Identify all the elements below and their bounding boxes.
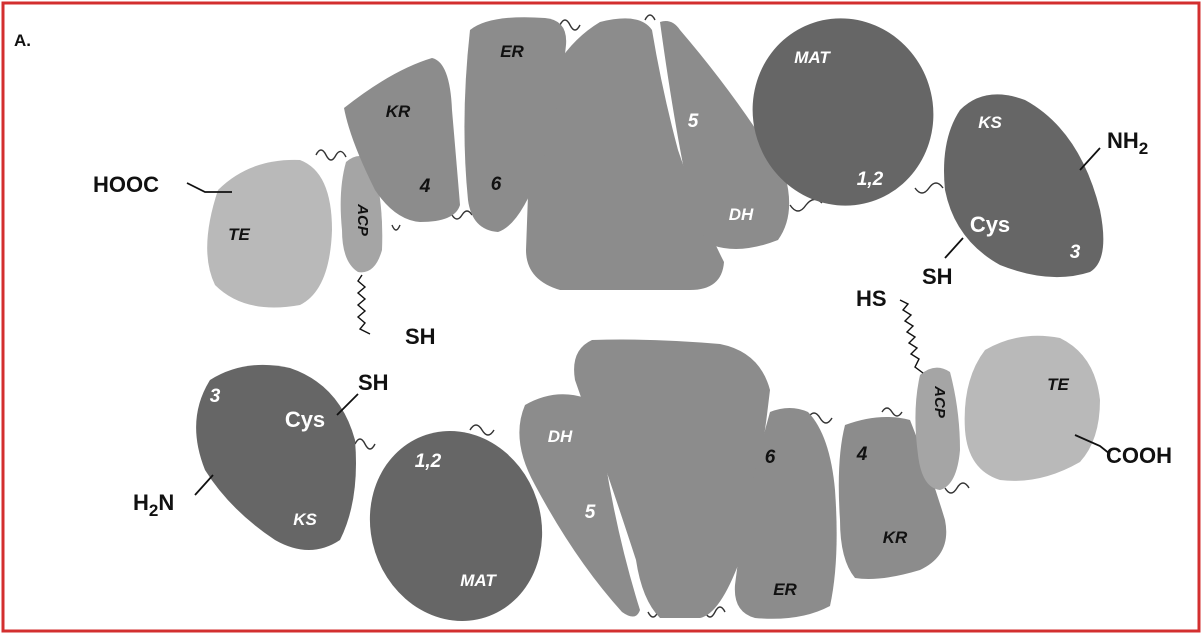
h2n-bond — [195, 475, 213, 495]
acp-label-top: ACP — [354, 203, 371, 237]
linker — [790, 199, 822, 211]
cys-sh-label-bottom: SH — [358, 370, 389, 395]
cooh-label-bottom: COOH — [1106, 443, 1172, 468]
mat-label-top: MAT — [794, 48, 831, 67]
cys-label-bottom: Cys — [285, 407, 325, 432]
linker — [355, 439, 375, 449]
te-label-top: TE — [228, 225, 250, 244]
te-domain-top — [207, 160, 332, 308]
acp-sh-label-top: SH — [405, 324, 436, 349]
dh-module-bottom: 5 — [585, 502, 596, 523]
phosphopantetheine-arm-bottom — [900, 300, 923, 373]
ks-label-top: KS — [978, 113, 1002, 132]
acp-label-bottom: ACP — [931, 385, 948, 419]
acp-hs-label-bottom: HS — [856, 286, 887, 311]
er-module-top: 6 — [491, 174, 502, 195]
dh-label-top: DH — [729, 205, 754, 224]
er-module-bottom: 6 — [765, 447, 776, 468]
dh-label-bottom: DH — [548, 427, 573, 446]
kr-module-top: 4 — [419, 176, 431, 197]
dh-module-top: 5 — [688, 111, 699, 132]
mat-modules-top: 1,2 — [857, 169, 884, 190]
linker — [470, 425, 494, 435]
linker — [645, 15, 655, 20]
panel-label: A. — [14, 31, 31, 50]
mat-modules-bottom: 1,2 — [415, 451, 442, 472]
h2n-label: H2N — [133, 490, 174, 520]
ks-module-top: 3 — [1070, 242, 1081, 263]
cys-label-top: Cys — [970, 212, 1010, 237]
nh2-bond — [1080, 148, 1100, 170]
hooc-label: HOOC — [93, 172, 159, 197]
te-domain-bottom — [965, 336, 1100, 481]
cys-sh-bond-bottom — [337, 394, 358, 415]
er-label-top: ER — [500, 42, 524, 61]
er-label-bottom: ER — [773, 580, 797, 599]
te-label-bottom: TE — [1047, 375, 1069, 394]
cys-sh-label-top: SH — [922, 264, 953, 289]
kr-module-bottom: 4 — [856, 444, 868, 465]
ks-module-bottom: 3 — [210, 386, 221, 407]
linker — [316, 150, 346, 160]
cys-sh-bond-top — [945, 238, 963, 258]
linker — [915, 183, 943, 193]
mat-label-bottom: MAT — [460, 571, 497, 590]
nh2-label: NH2 — [1107, 128, 1148, 158]
linker — [392, 225, 400, 230]
linker — [882, 408, 902, 416]
kr-label-bottom: KR — [883, 528, 908, 547]
ks-label-bottom: KS — [293, 510, 317, 529]
kr-label-top: KR — [386, 102, 411, 121]
phosphopantetheine-arm-top — [358, 275, 370, 334]
